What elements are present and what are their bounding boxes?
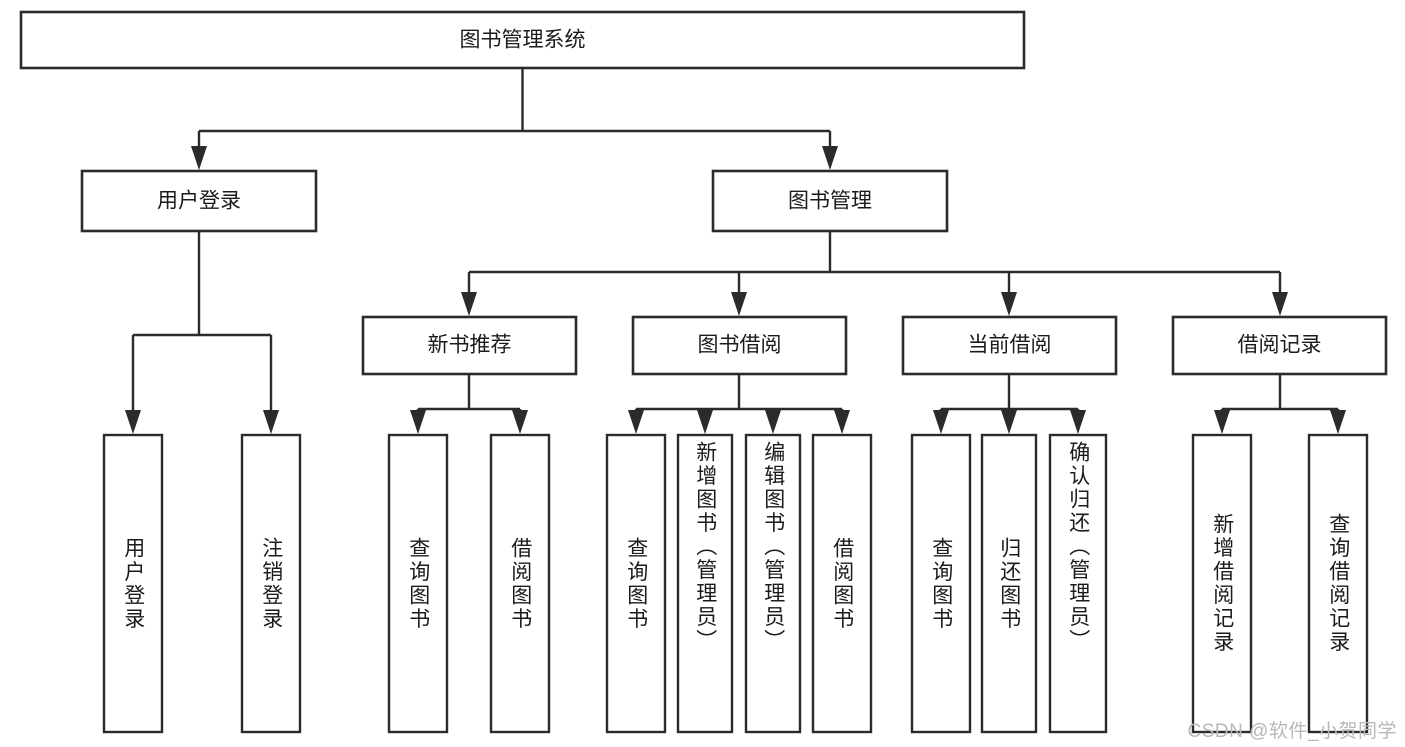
arrowhead-leaf-add-book — [697, 410, 713, 434]
node-leaf-logout-login-box[interactable] — [240, 433, 302, 734]
watermark-text: CSDN @软件_小贺同学 — [1187, 721, 1397, 742]
arrowhead-leaf-borrow-book-2 — [834, 410, 850, 434]
arrowhead-leaf-query-book-1 — [410, 410, 426, 434]
arrowhead-book-manage — [822, 146, 838, 170]
arrowhead-book-borrow — [731, 292, 747, 316]
node-leaf-query-record-box[interactable] — [1307, 433, 1369, 734]
node-borrow-record-box[interactable] — [1171, 315, 1388, 376]
arrowhead-leaf-user-login — [125, 410, 141, 434]
node-book-manage-label: 图书管理 — [788, 190, 872, 213]
node-leaf-query-book-3-box[interactable] — [910, 433, 972, 734]
node-borrow-record[interactable]: 借阅记录 — [1171, 315, 1388, 376]
arrowhead-new-book-rec — [461, 292, 477, 316]
connector-group-root-to-level2 — [191, 69, 838, 170]
arrowhead-leaf-add-record — [1214, 410, 1230, 434]
arrowhead-borrow-record — [1272, 292, 1288, 316]
node-leaf-user-login-box[interactable] — [102, 433, 164, 734]
connector-group-current-borrow-to-leaves — [933, 375, 1086, 434]
node-user-login-label: 用户登录 — [157, 190, 241, 213]
arrowhead-leaf-return-book — [1001, 410, 1017, 434]
node-book-manage[interactable]: 图书管理 — [711, 169, 949, 233]
node-leaf-return-book-box[interactable] — [980, 433, 1038, 734]
arrowhead-leaf-borrow-book-1 — [512, 410, 528, 434]
node-leaf-add-record-box[interactable] — [1191, 433, 1253, 734]
node-current-borrow-label: 当前借阅 — [968, 334, 1052, 357]
arrowhead-leaf-edit-book — [765, 410, 781, 434]
node-borrow-record-label: 借阅记录 — [1238, 334, 1322, 357]
node-leaf-query-book-2-box[interactable] — [605, 433, 667, 734]
node-leaf-add-book-box[interactable] — [676, 433, 734, 734]
connector-group-borrow-record-to-leaves — [1214, 375, 1346, 434]
node-root-box[interactable] — [19, 10, 1026, 70]
node-leaf-confirm-return-box[interactable] — [1048, 433, 1108, 734]
node-leaf-query-book-1-box[interactable] — [387, 433, 449, 734]
arrowhead-leaf-query-book-2 — [628, 410, 644, 434]
node-root-label: 图书管理系统 — [460, 29, 586, 52]
node-new-book-rec[interactable]: 新书推荐 — [361, 315, 578, 376]
connector-group-user-login-to-leaves — [125, 232, 279, 434]
node-current-borrow[interactable]: 当前借阅 — [901, 315, 1118, 376]
node-new-book-rec-label: 新书推荐 — [428, 334, 512, 357]
node-new-book-rec-box[interactable] — [361, 315, 578, 376]
arrowhead-leaf-query-record — [1330, 410, 1346, 434]
arrowhead-leaf-confirm-return — [1070, 410, 1086, 434]
arrowhead-leaf-query-book-3 — [933, 410, 949, 434]
node-book-borrow[interactable]: 图书借阅 — [631, 315, 848, 376]
connector-group-book-borrow-to-leaves — [628, 375, 850, 434]
node-current-borrow-box[interactable] — [901, 315, 1118, 376]
node-book-borrow-box[interactable] — [631, 315, 848, 376]
node-root[interactable]: 图书管理系统 — [19, 10, 1026, 70]
node-book-borrow-label: 图书借阅 — [698, 334, 782, 357]
node-leaf-borrow-book-1-box[interactable] — [489, 433, 551, 734]
node-leaf-borrow-book-2-box[interactable] — [811, 433, 873, 734]
connector-group-new-book-rec-to-leaves — [410, 375, 528, 434]
arrowhead-current-borrow — [1001, 292, 1017, 316]
arrowhead-user-login — [191, 146, 207, 170]
node-book-manage-box[interactable] — [711, 169, 949, 233]
connector-group-book-manage-to-level3 — [461, 232, 1288, 316]
node-leaf-edit-book-box[interactable] — [744, 433, 802, 734]
node-user-login[interactable]: 用户登录 — [80, 169, 318, 233]
node-user-login-box[interactable] — [80, 169, 318, 233]
arrowhead-leaf-logout-login — [263, 410, 279, 434]
